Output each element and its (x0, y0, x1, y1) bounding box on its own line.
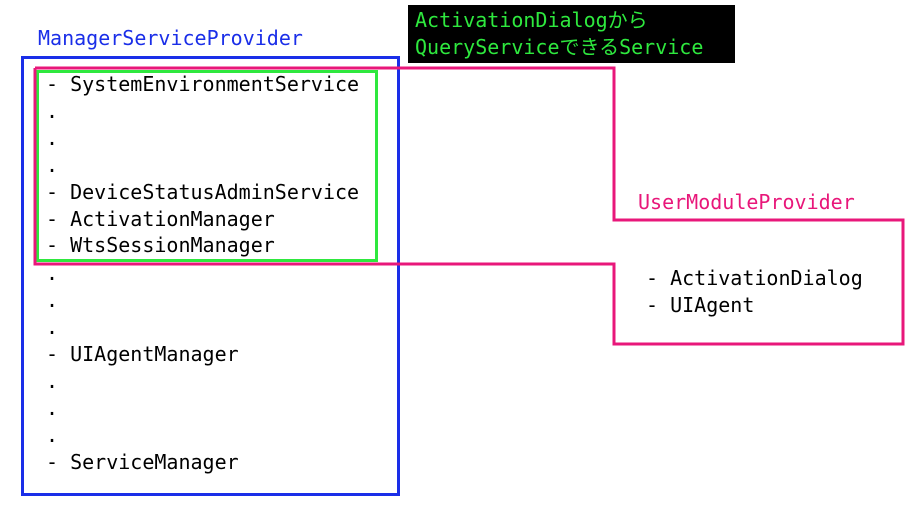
manager-service-provider-box (21, 56, 400, 496)
user-item-activation-dialog: - ActivationDialog (646, 266, 863, 290)
service-item-service-manager: - ServiceManager (46, 450, 239, 474)
ellipsis-dot: . (46, 315, 59, 339)
user-module-provider-border (33, 66, 905, 346)
service-item-device-status-admin: - DeviceStatusAdminService (46, 180, 360, 204)
ellipsis-dot: . (46, 261, 59, 285)
user-item-ui-agent: - UIAgent (646, 293, 755, 317)
ellipsis-dot: . (46, 126, 59, 150)
note-line-1: ActivationDialogから (415, 8, 648, 32)
service-item-ui-agent-manager: - UIAgentManager (46, 342, 239, 366)
note-box (408, 5, 735, 63)
queryable-services-box (36, 70, 378, 262)
ellipsis-dot: . (46, 288, 59, 312)
ellipsis-dot: . (46, 153, 59, 177)
service-item-wts-session-manager: - WtsSessionManager (46, 233, 275, 257)
user-module-provider-title: UserModuleProvider (638, 190, 855, 214)
ellipsis-dot: . (46, 369, 59, 393)
service-item-activation-manager: - ActivationManager (46, 207, 275, 231)
ellipsis-dot: . (46, 423, 59, 447)
manager-service-provider-title: ManagerServiceProvider (38, 26, 303, 50)
service-item-system-environment: - SystemEnvironmentService (46, 72, 360, 96)
ellipsis-dot: . (46, 396, 59, 420)
note-line-2: QueryServiceできるService (415, 35, 704, 59)
ellipsis-dot: . (46, 99, 59, 123)
